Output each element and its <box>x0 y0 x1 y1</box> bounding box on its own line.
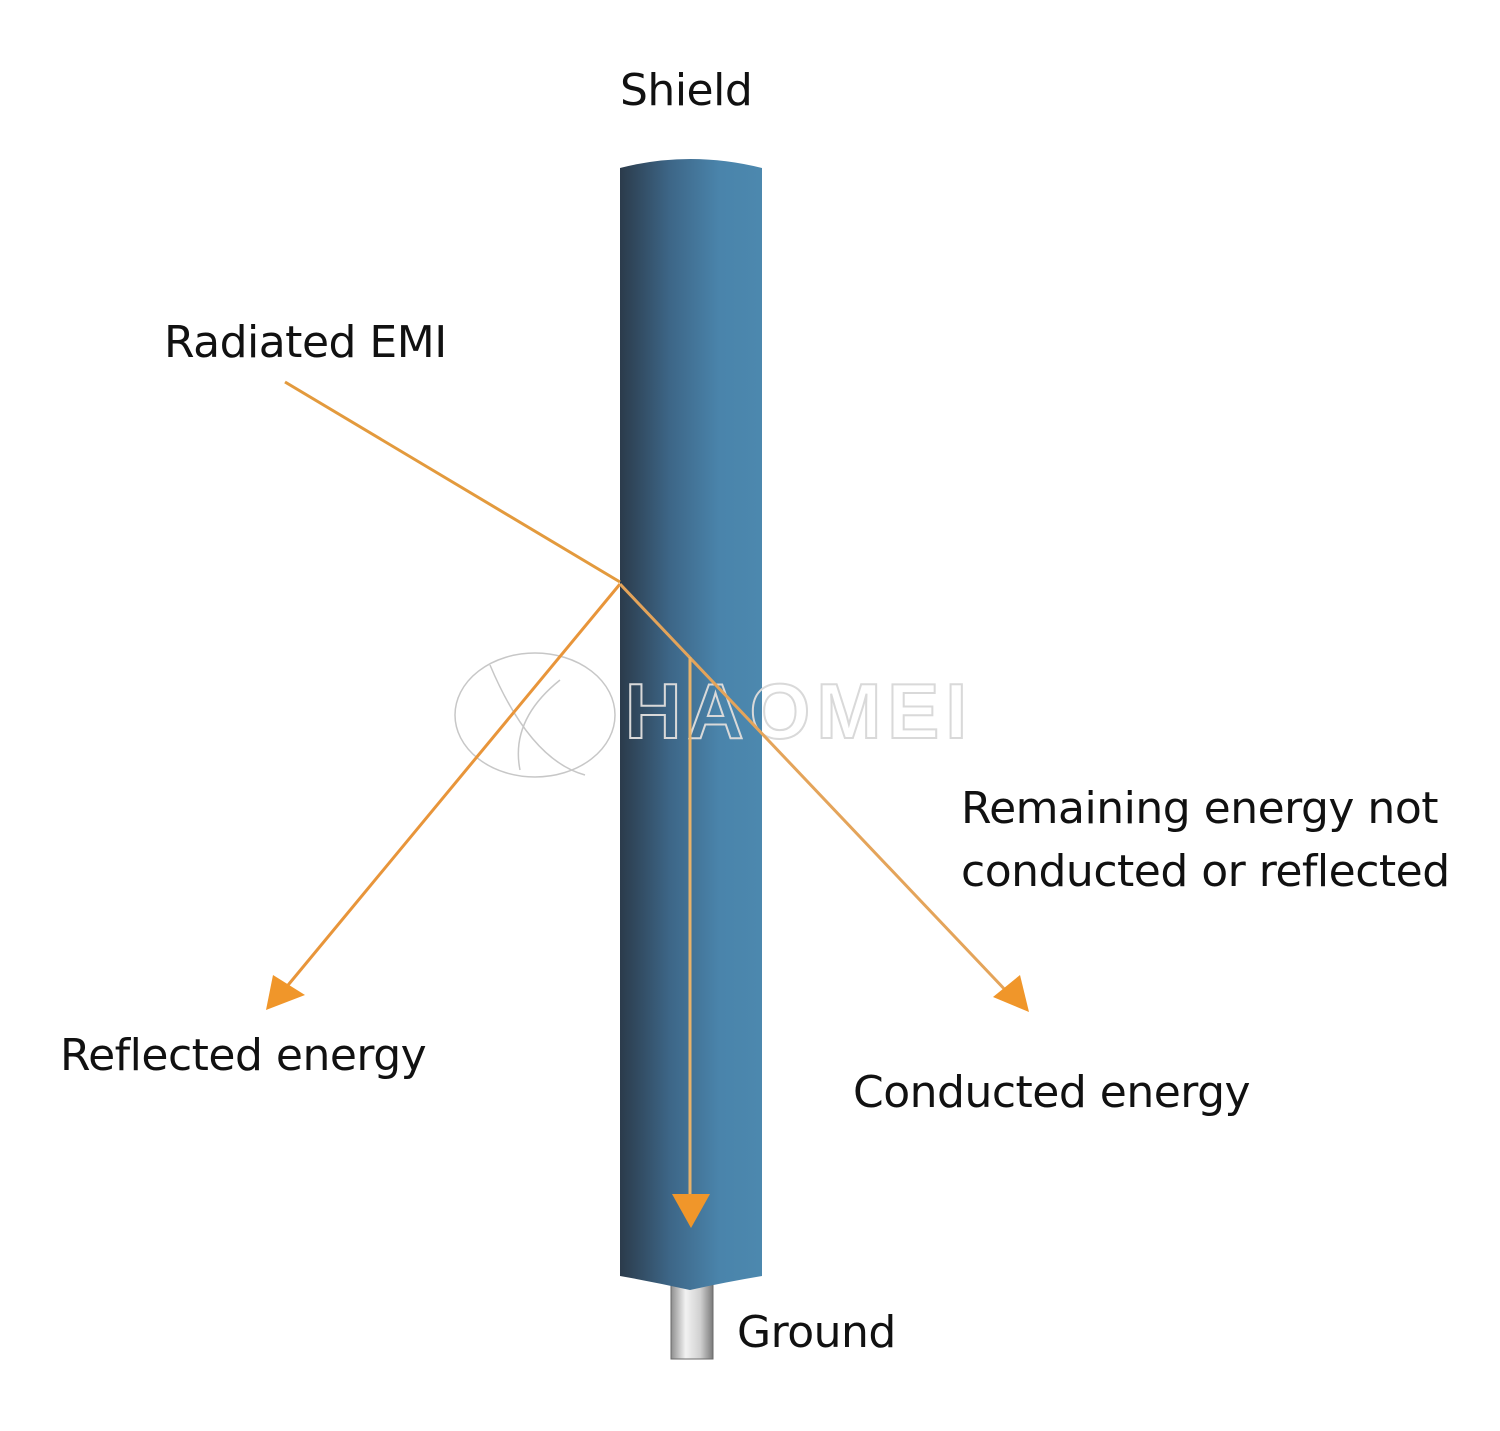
conducted-energy-label: Conducted energy <box>853 1067 1251 1118</box>
conducted-arrowhead-icon <box>672 1194 710 1228</box>
shield-label: Shield <box>620 65 753 116</box>
reflected-arrowhead-icon <box>266 975 305 1010</box>
watermark-text: HAOMEI <box>625 667 973 755</box>
ground-label: Ground <box>737 1307 896 1358</box>
incident-ray <box>284 380 621 584</box>
reflected-energy-label: Reflected energy <box>60 1030 427 1081</box>
remaining-energy-label-line1: Remaining energy not <box>961 783 1439 834</box>
remaining-energy-label-line2: conducted or reflected <box>961 846 1450 897</box>
remaining-ray <box>618 582 1012 997</box>
ground-pin <box>670 1284 714 1360</box>
radiated-emi-label: Radiated EMI <box>164 317 447 368</box>
watermark-logo <box>454 652 616 778</box>
remaining-arrowhead-icon <box>993 975 1029 1012</box>
reflected-ray <box>282 583 622 991</box>
